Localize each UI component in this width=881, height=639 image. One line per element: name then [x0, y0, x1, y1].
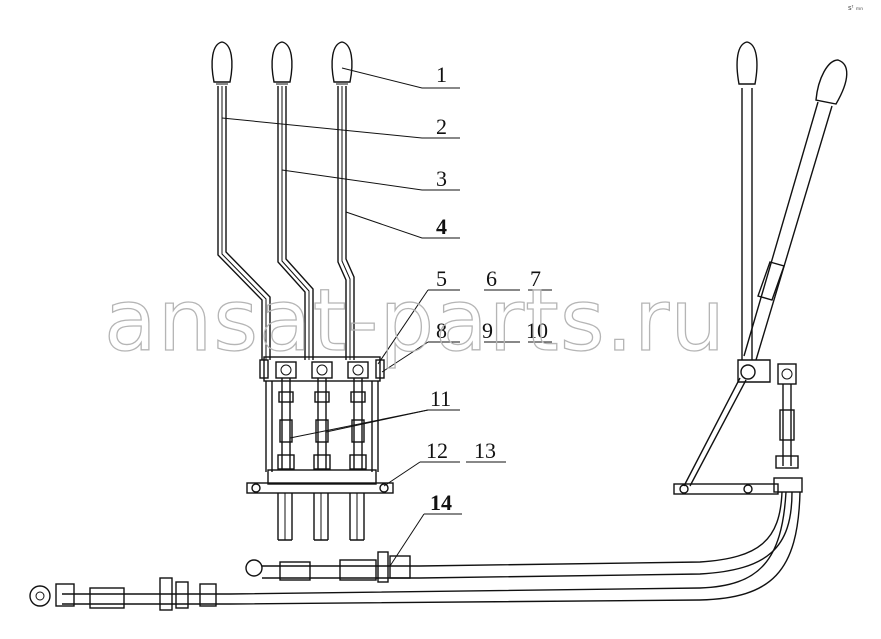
side-lever-tilted	[743, 59, 848, 361]
upper-cable-nut	[377, 551, 389, 583]
callout-7: 7	[530, 266, 541, 291]
callout-6: 6	[486, 266, 497, 291]
lever-knob-middle	[271, 41, 293, 85]
callout-12: 12	[426, 438, 448, 463]
callout-11: 11	[430, 386, 451, 411]
callout-1: 1	[436, 62, 447, 87]
callout-labels: 1 2 3 4 5 6 7 8 9 10 11 12 13 14	[426, 62, 548, 515]
callout-3: 3	[436, 166, 447, 191]
corner-mark: sᵗ ₘₙ	[848, 4, 863, 12]
control-cables	[29, 491, 801, 611]
side-link-rod	[773, 363, 803, 493]
lever-knob-left	[211, 41, 233, 85]
side-lever-vertical	[736, 41, 758, 360]
lever-rod-right	[337, 86, 355, 360]
callout-5: 5	[436, 266, 447, 291]
callout-13: 13	[474, 438, 496, 463]
upper-cable-end-eye	[245, 559, 263, 577]
callout-14: 14	[430, 490, 452, 515]
pivot-hubs	[275, 361, 369, 379]
mounting-bracket	[246, 356, 394, 494]
lower-cable-end-eye	[29, 585, 51, 607]
cable-sleeves	[277, 493, 365, 541]
lever-rod-middle	[277, 86, 314, 360]
link-rods	[277, 378, 367, 470]
front-view	[211, 41, 394, 541]
side-base-plate	[673, 483, 779, 495]
callout-10: 10	[526, 318, 548, 343]
lever-knob-right	[331, 41, 353, 85]
callout-2: 2	[436, 114, 447, 139]
callout-8: 8	[436, 318, 447, 343]
callout-9: 9	[482, 318, 493, 343]
leader-lines	[221, 67, 552, 567]
side-pivot	[740, 364, 756, 380]
lower-cable-nut	[159, 577, 173, 611]
lever-rod-left	[217, 86, 271, 360]
callout-4: 4	[436, 214, 447, 239]
side-view	[673, 41, 848, 495]
